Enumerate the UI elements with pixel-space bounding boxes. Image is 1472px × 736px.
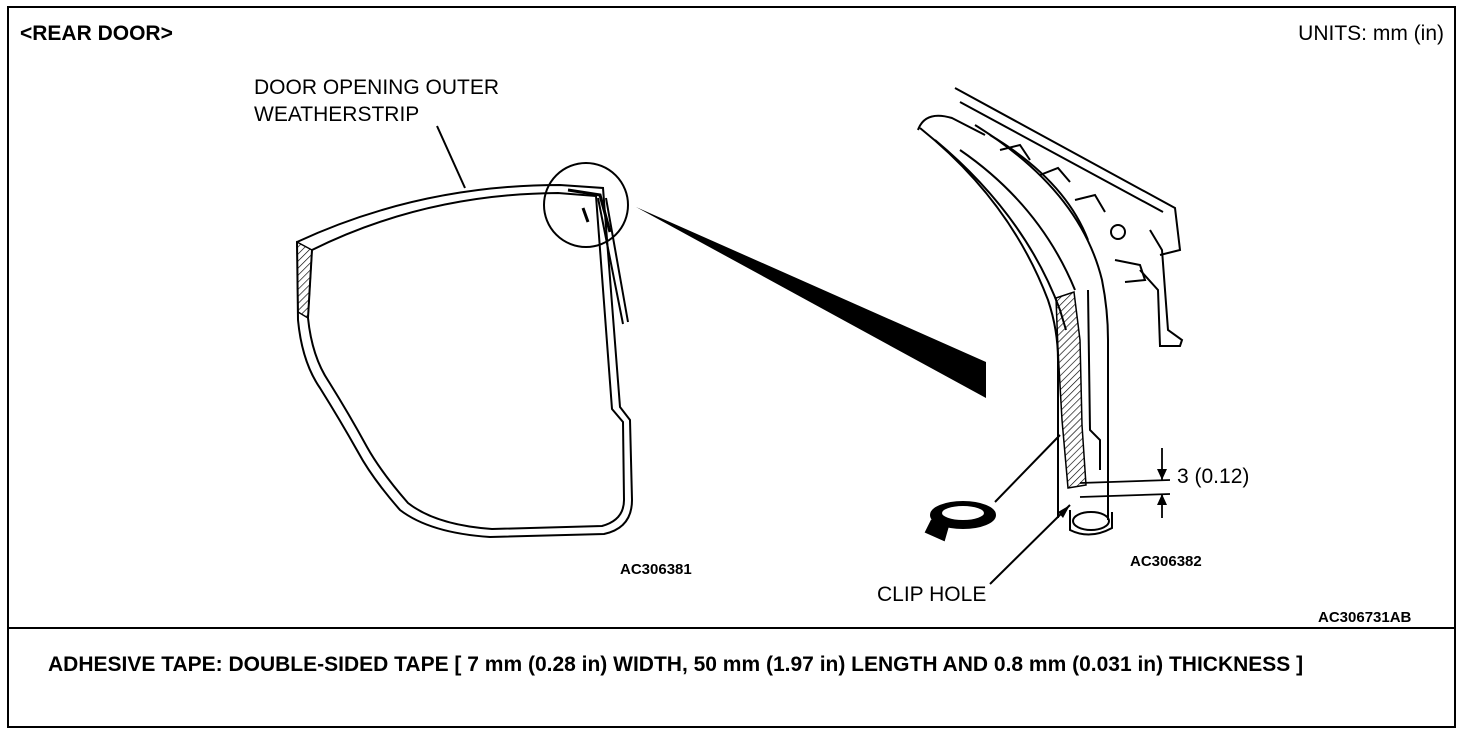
weatherstrip-callout: DOOR OPENING OUTER WEATHERSTRIP bbox=[254, 74, 499, 128]
section-hatch bbox=[1055, 290, 1087, 489]
clip-hole-leader bbox=[989, 504, 1071, 585]
clip-screw bbox=[1110, 224, 1126, 240]
weatherstrip-corner bbox=[567, 188, 612, 233]
clip-hole-arrow bbox=[1058, 505, 1070, 518]
diagram-title: <REAR DOOR> bbox=[20, 22, 173, 45]
figure-code-right: AC306382 bbox=[1130, 553, 1202, 570]
figure-code-left: AC306381 bbox=[620, 561, 692, 578]
units-label: UNITS: mm (in) bbox=[1298, 22, 1444, 45]
dimension-arrow-top bbox=[1157, 469, 1167, 480]
tape-leader bbox=[994, 434, 1061, 503]
weatherstrip-label-line1: DOOR OPENING OUTER bbox=[254, 76, 500, 99]
detail-circle bbox=[543, 162, 629, 248]
figure-code-overall: AC306731AB bbox=[1318, 609, 1412, 626]
tape-roll-icon bbox=[924, 501, 996, 542]
dimension-label: 3 (0.12) bbox=[1177, 465, 1250, 488]
diagram-frame bbox=[7, 6, 1456, 728]
weatherstrip-leader bbox=[436, 125, 466, 189]
weatherstrip-label-line2: WEATHERSTRIP bbox=[254, 103, 420, 126]
clip-socket bbox=[1072, 511, 1110, 531]
rear-door-outline bbox=[295, 183, 634, 539]
clip-hole-label: CLIP HOLE bbox=[877, 583, 987, 606]
dimension-marker bbox=[1079, 448, 1171, 518]
adhesive-tape-note: ADHESIVE TAPE: DOUBLE-SIDED TAPE [ 7 mm … bbox=[48, 653, 1304, 676]
dimension-arrow-bottom bbox=[1157, 494, 1167, 505]
door-edge-hatch bbox=[296, 240, 313, 320]
footer-divider bbox=[7, 627, 1456, 629]
weatherstrip-section bbox=[917, 87, 1184, 536]
detail-projection bbox=[636, 207, 986, 398]
weatherstrip-tail bbox=[597, 197, 629, 325]
